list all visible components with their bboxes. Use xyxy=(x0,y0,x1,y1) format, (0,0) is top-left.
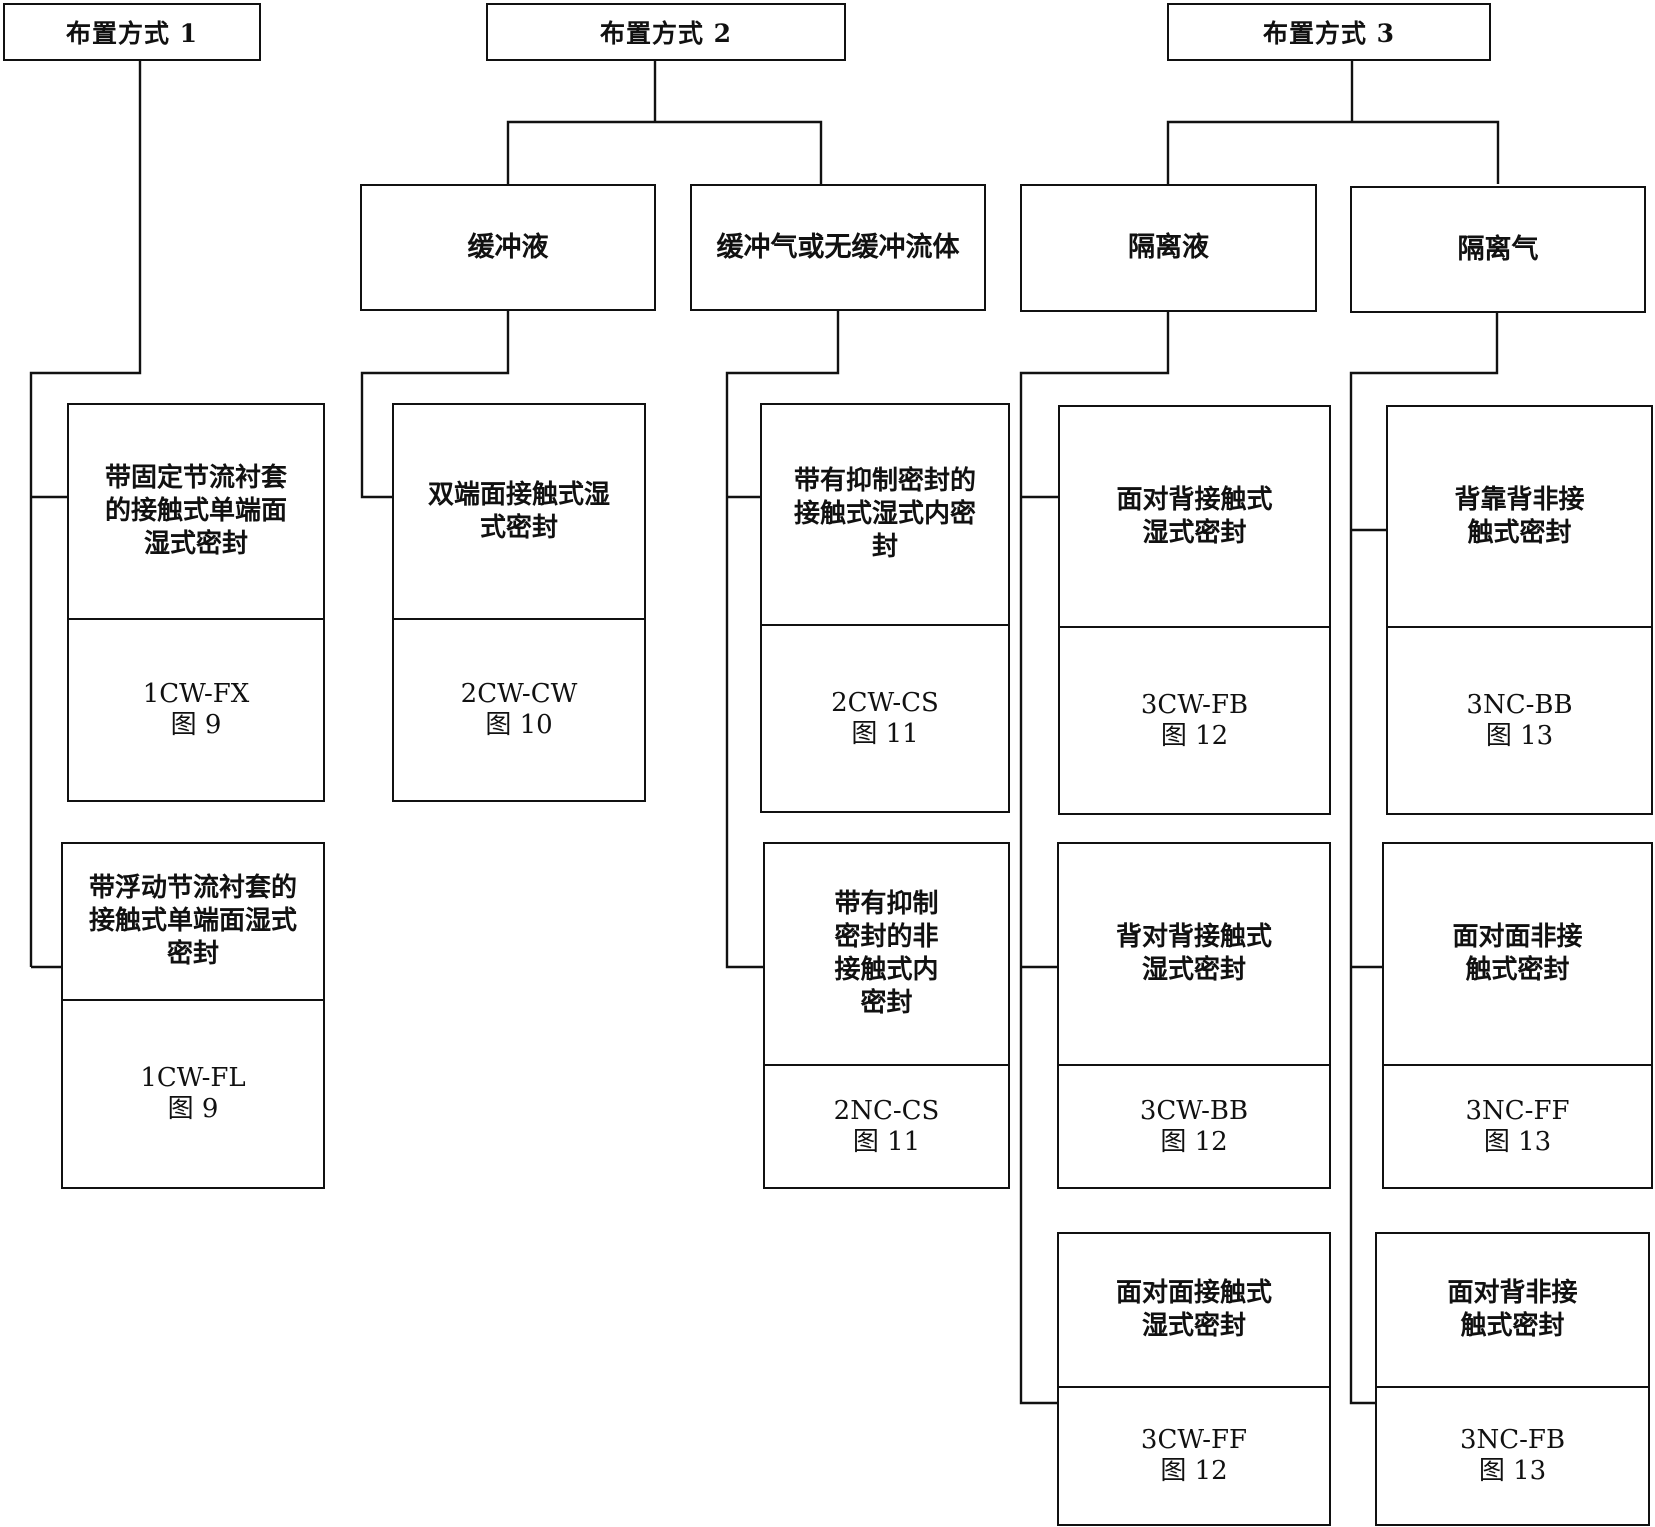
seal-figure-ref: 图 11 xyxy=(851,718,919,749)
seal-figure-ref: 图 10 xyxy=(485,710,553,740)
seal-code-block: 2CW-CW 图 10 xyxy=(394,620,644,800)
seal-figure-ref: 图 11 xyxy=(852,1126,921,1157)
seal-code-block: 2NC-CS 图 11 xyxy=(765,1066,1008,1187)
seal-box-3nc-fb: 面对背非接触式密封 3NC-FB 图 13 xyxy=(1375,1232,1650,1526)
seal-description: 面对面非接触式密封 xyxy=(1384,844,1651,1066)
seal-code-block: 1CW-FX 图 9 xyxy=(69,620,323,800)
seal-box-3cw-ff: 面对面接触式湿式密封 3CW-FF 图 12 xyxy=(1057,1232,1331,1526)
seal-description: 背靠背非接触式密封 xyxy=(1388,407,1651,628)
seal-description: 带有抑制密封的接触式湿式内密封 xyxy=(762,405,1008,626)
seal-figure-ref: 图 9 xyxy=(167,1094,219,1124)
seal-figure-ref: 图 12 xyxy=(1160,1126,1228,1157)
seal-description: 面对面接触式湿式密封 xyxy=(1059,1234,1329,1388)
seal-box-3nc-bb: 背靠背非接触式密封 3NC-BB 图 13 xyxy=(1386,405,1653,815)
seal-code: 3CW-FF xyxy=(1140,1425,1248,1455)
seal-code: 1CW-FX xyxy=(142,679,250,709)
seal-code: 2CW-CS xyxy=(831,687,939,718)
seal-box-1cw-fl: 带浮动节流衬套的接触式单端面湿式密封 1CW-FL 图 9 xyxy=(61,842,325,1189)
seal-box-2cw-cw: 双端面接触式湿式密封 2CW-CW 图 10 xyxy=(392,403,646,802)
seal-box-2nc-cs: 带有抑制密封的非接触式内密封 2NC-CS 图 11 xyxy=(763,842,1010,1189)
category-buffer-gas: 缓冲气或无缓冲流体 xyxy=(690,184,986,311)
seal-box-3cw-bb: 背对背接触式湿式密封 3CW-BB 图 12 xyxy=(1057,842,1331,1189)
seal-box-3nc-ff: 面对面非接触式密封 3NC-FF 图 13 xyxy=(1382,842,1653,1189)
seal-description: 背对背接触式湿式密封 xyxy=(1059,844,1329,1066)
seal-code: 2NC-CS xyxy=(833,1095,940,1126)
seal-description: 面对背非接触式密封 xyxy=(1377,1234,1648,1388)
seal-figure-ref: 图 9 xyxy=(170,710,222,740)
seal-code-block: 3NC-FB 图 13 xyxy=(1377,1388,1648,1524)
category-barrier-liquid: 隔离液 xyxy=(1020,184,1317,312)
seal-code-block: 3NC-FF 图 13 xyxy=(1384,1066,1651,1187)
arrangement-3-header: 布置方式 3 xyxy=(1167,3,1491,61)
seal-code: 1CW-FL xyxy=(140,1063,246,1093)
seal-figure-ref: 图 13 xyxy=(1485,720,1554,751)
seal-code: 3CW-FB xyxy=(1140,689,1249,720)
seal-code: 3NC-FB xyxy=(1459,1425,1566,1455)
seal-code-block: 1CW-FL 图 9 xyxy=(63,1001,323,1187)
seal-code: 3CW-BB xyxy=(1139,1095,1249,1126)
seal-figure-ref: 图 12 xyxy=(1160,720,1229,751)
seal-code-block: 3CW-FF 图 12 xyxy=(1059,1388,1329,1524)
seal-box-3cw-fb: 面对背接触式湿式密封 3CW-FB 图 12 xyxy=(1058,405,1331,815)
category-buffer-liquid: 缓冲液 xyxy=(360,184,656,311)
arrangement-2-header: 布置方式 2 xyxy=(486,3,846,61)
seal-code: 3NC-FF xyxy=(1465,1095,1570,1126)
seal-description: 双端面接触式湿式密封 xyxy=(394,405,644,620)
seal-description: 带有抑制密封的非接触式内密封 xyxy=(765,844,1008,1066)
seal-description: 面对背接触式湿式密封 xyxy=(1060,407,1329,628)
seal-box-2cw-cs: 带有抑制密封的接触式湿式内密封 2CW-CS 图 11 xyxy=(760,403,1010,813)
seal-code-block: 3CW-BB 图 12 xyxy=(1059,1066,1329,1187)
category-barrier-gas: 隔离气 xyxy=(1350,186,1646,313)
seal-figure-ref: 图 13 xyxy=(1478,1456,1547,1486)
seal-code: 3NC-BB xyxy=(1466,689,1573,720)
seal-figure-ref: 图 13 xyxy=(1483,1126,1552,1157)
seal-figure-ref: 图 12 xyxy=(1160,1456,1228,1486)
arrangement-1-header: 布置方式 1 xyxy=(3,3,261,61)
seal-box-1cw-fx: 带固定节流衬套的接触式单端面湿式密封 1CW-FX 图 9 xyxy=(67,403,325,802)
seal-code-block: 3NC-BB 图 13 xyxy=(1388,628,1651,813)
seal-code-block: 3CW-FB 图 12 xyxy=(1060,628,1329,813)
seal-description: 带固定节流衬套的接触式单端面湿式密封 xyxy=(69,405,323,620)
seal-code-block: 2CW-CS 图 11 xyxy=(762,626,1008,811)
seal-code: 2CW-CW xyxy=(460,679,578,709)
seal-description: 带浮动节流衬套的接触式单端面湿式密封 xyxy=(63,844,323,1001)
